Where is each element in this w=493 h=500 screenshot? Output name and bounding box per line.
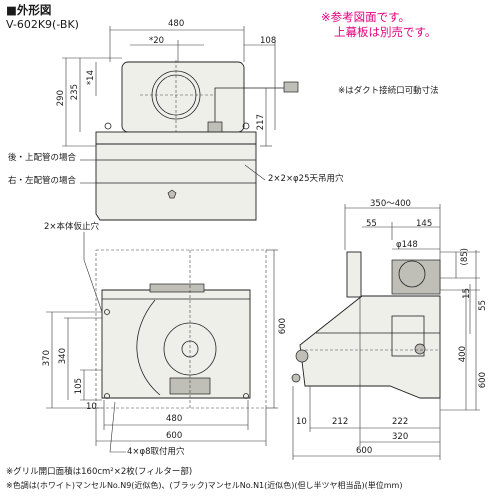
dim-480-top: 480 bbox=[168, 19, 185, 29]
side-duct-cover bbox=[346, 251, 362, 298]
hanging-holes-label: 2×2×φ25天吊用穴 bbox=[268, 174, 344, 184]
dim-217: 217 bbox=[256, 114, 266, 131]
dim-105: 105 bbox=[74, 378, 84, 395]
hood-front bbox=[95, 143, 257, 221]
dim-480-bottom: 480 bbox=[166, 414, 183, 424]
dim-320: 320 bbox=[392, 432, 409, 442]
duct-band bbox=[149, 283, 205, 293]
dim-phi148: φ148 bbox=[396, 240, 418, 250]
dim-212: 212 bbox=[332, 417, 349, 427]
rear-top-pipe-label: 後・上配管の場合 bbox=[8, 153, 77, 163]
dim-108: 108 bbox=[260, 36, 277, 46]
mount-holes-label: 4×φ8取付用穴 bbox=[127, 447, 185, 457]
model-number: V-602K9(-BK) bbox=[6, 18, 79, 31]
duct-box bbox=[121, 61, 245, 133]
right-left-pipe-label: 右・左配管の場合 bbox=[8, 176, 77, 186]
dim-145: 145 bbox=[416, 219, 433, 229]
dim-235: 235 bbox=[70, 84, 80, 101]
dim-400: 400 bbox=[458, 346, 468, 363]
dim-15: 15 bbox=[462, 288, 472, 299]
dim-222: 222 bbox=[392, 417, 409, 427]
dim-10-side: 10 bbox=[296, 417, 307, 427]
dim-600-side-width: 600 bbox=[356, 446, 373, 456]
reference-note-2: 上幕板は別売です。 bbox=[334, 25, 437, 39]
dim-370: 370 bbox=[42, 350, 52, 367]
duct-note: ※はダクト接続口可動寸法 bbox=[338, 86, 439, 96]
dim-350-400: 350〜400 bbox=[370, 199, 411, 209]
dim-55-top: 55 bbox=[366, 219, 377, 229]
hood-top-plate bbox=[95, 131, 257, 145]
dim-20: *20 bbox=[149, 36, 165, 46]
dim-340: 340 bbox=[58, 348, 68, 365]
dim-55-right: 55 bbox=[478, 300, 488, 311]
footnote-color: ※色調は(ホワイト)マンセルNo.N9(近似色)、(ブラック)マンセルNo.N1… bbox=[6, 481, 403, 490]
hood-body-side bbox=[299, 295, 441, 399]
dim-14: *14 bbox=[86, 70, 96, 86]
dim-85: (85) bbox=[460, 248, 470, 266]
dim-10-front: 10 bbox=[86, 402, 97, 412]
reference-note-1: ※参考図面です。 bbox=[321, 10, 410, 24]
dim-600-bottom: 600 bbox=[166, 431, 183, 441]
figure-title: ■外形図 bbox=[6, 3, 52, 17]
dim-290: 290 bbox=[56, 90, 66, 107]
dim-600-height: 600 bbox=[278, 318, 288, 335]
footnote-grille: ※グリル開口面積は160cm²×2枚(フィルター部) bbox=[6, 467, 193, 477]
dim-600-side: 600 bbox=[478, 372, 488, 389]
temp-hole-label: 2×本体仮止穴 bbox=[44, 222, 100, 232]
